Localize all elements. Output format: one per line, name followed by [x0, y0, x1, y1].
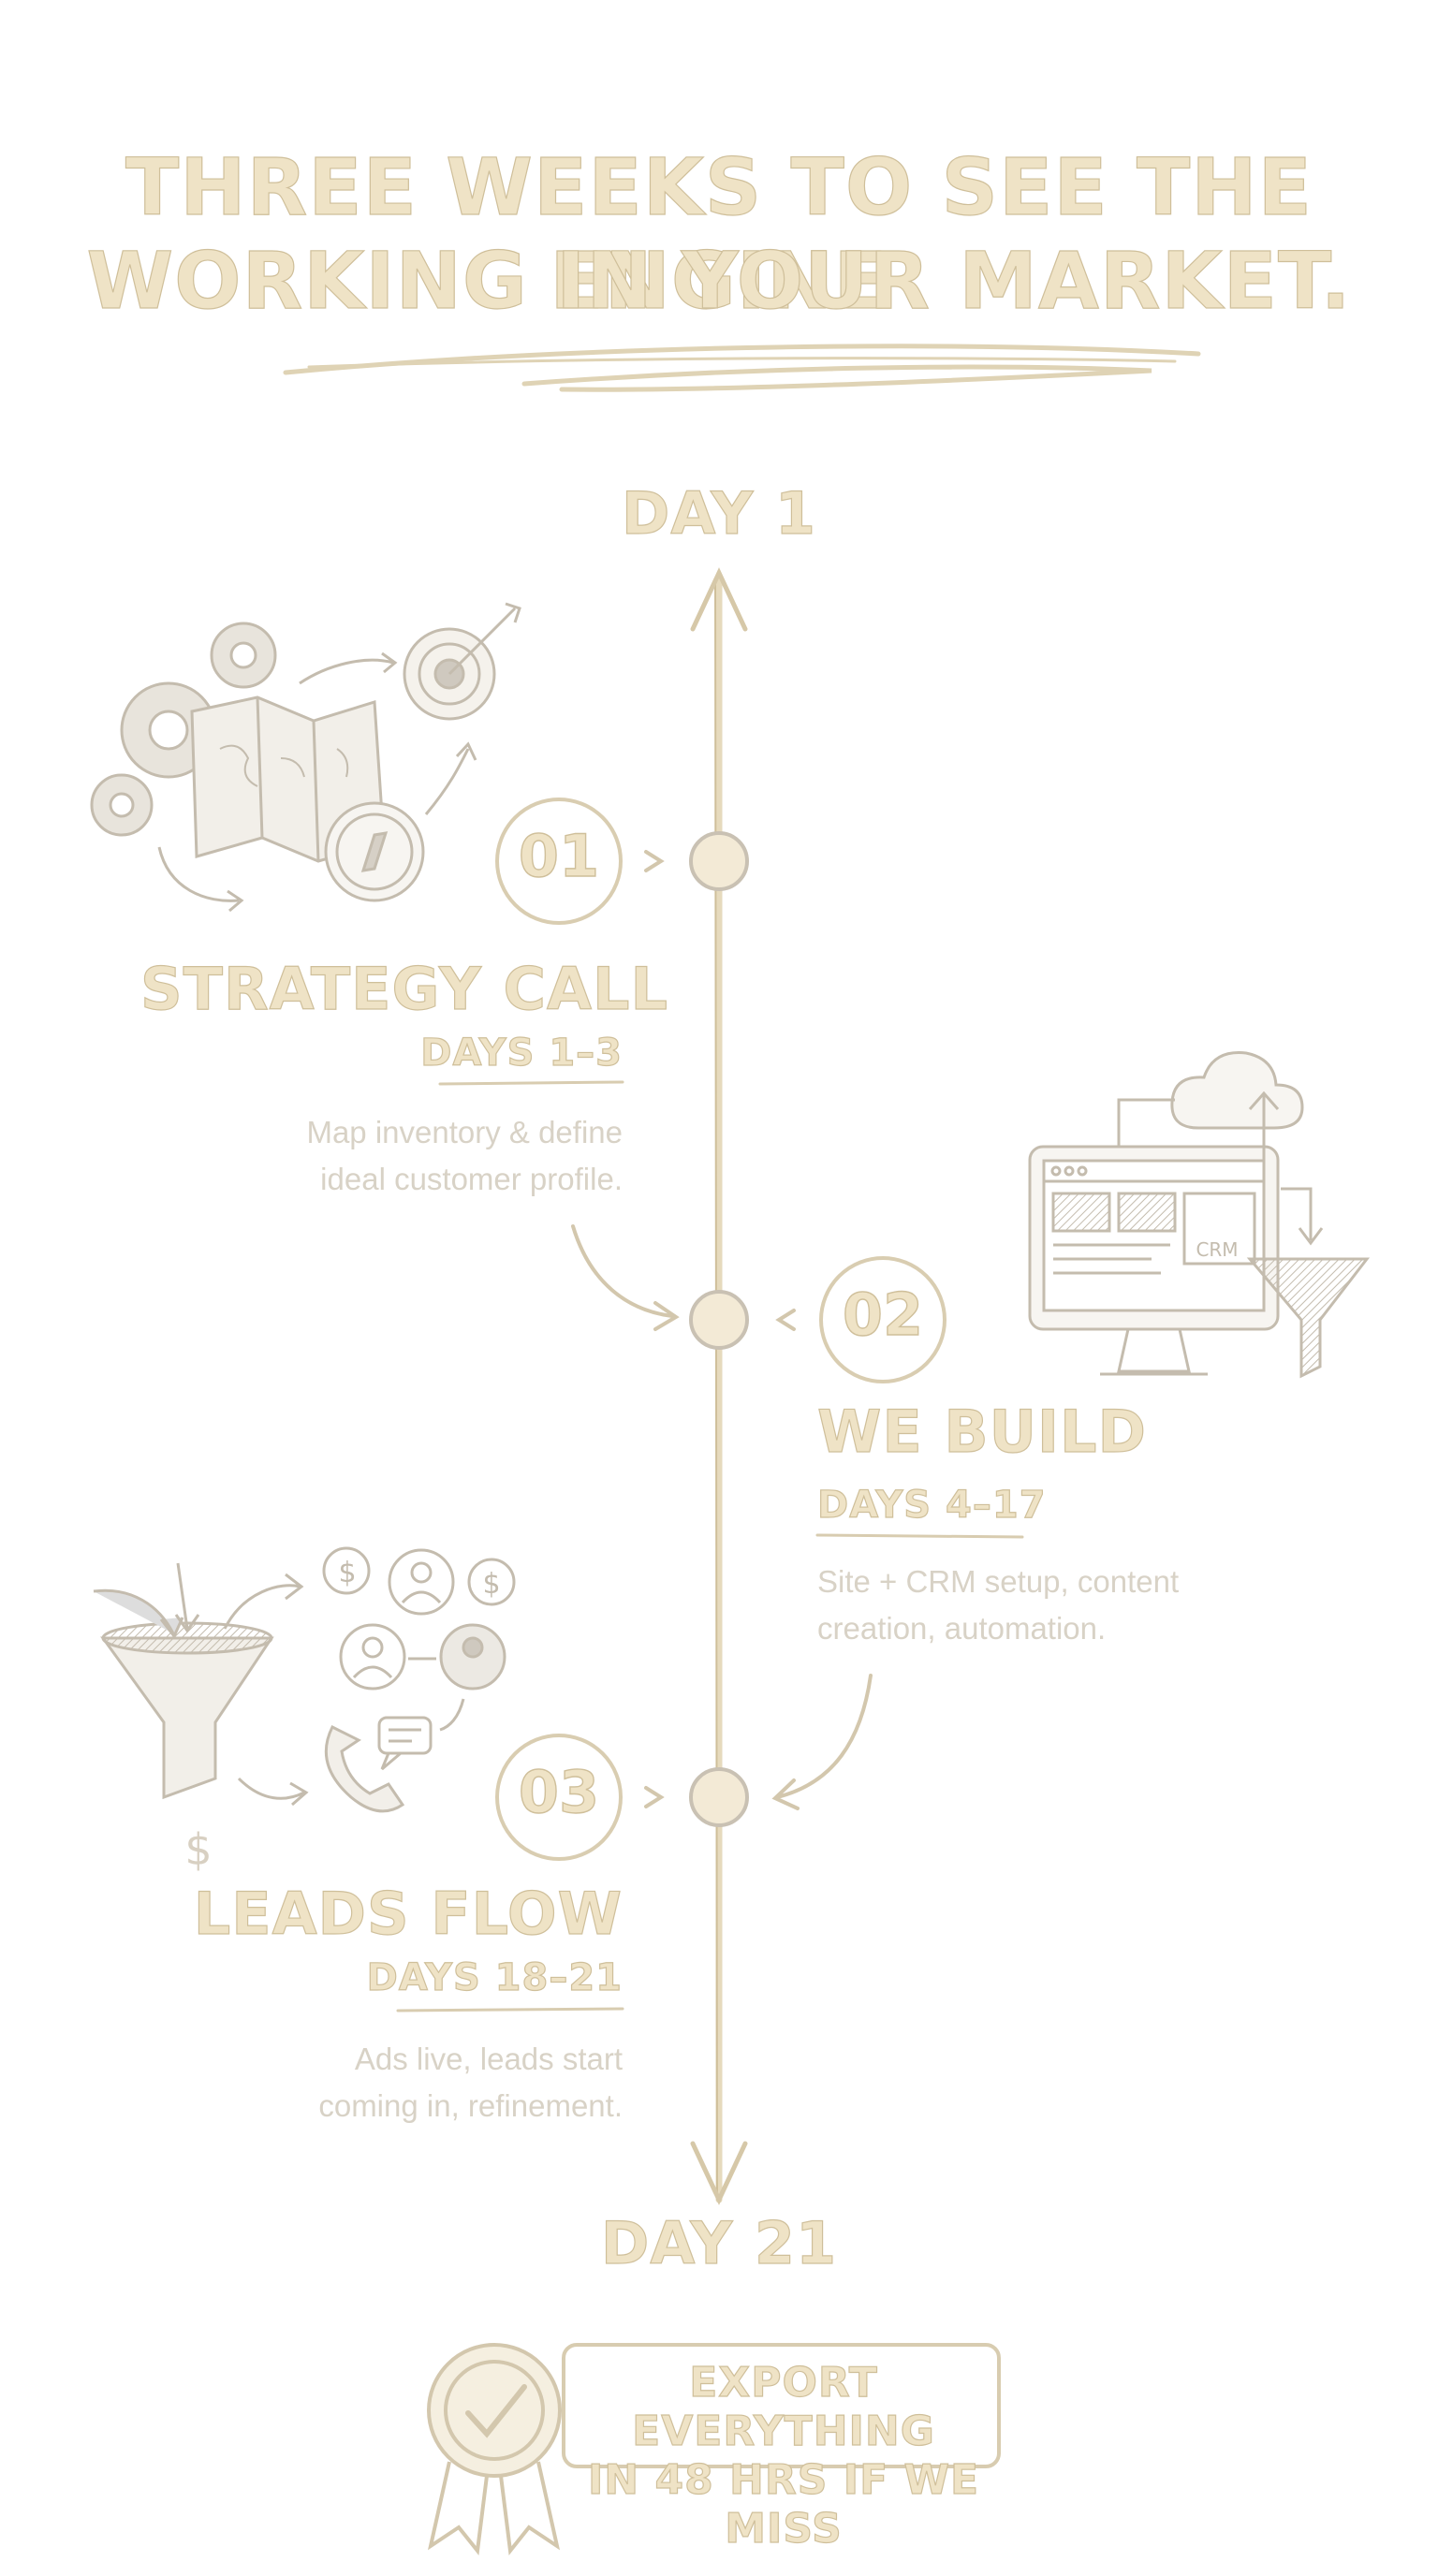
- step-2-title: WE BUILD: [816, 1397, 1147, 1466]
- dollar-icon: $: [338, 1557, 356, 1589]
- timeline-node-2: [689, 1290, 749, 1350]
- website-crm-funnel-icon: [1028, 1051, 1371, 1379]
- timeline-node-1: [689, 831, 749, 891]
- step-1-description-line-1: Map inventory & define: [306, 1115, 623, 1149]
- step-3-description-line-2: coming in, refinement.: [318, 2088, 623, 2123]
- step-3-days: DAYS 18–21: [366, 1955, 623, 1999]
- step-3-title: LEADS FLOW: [193, 1879, 623, 1948]
- timeline-axis: [690, 567, 748, 2205]
- dollar-icon: $: [482, 1568, 500, 1601]
- chevron-right-icon: [644, 850, 665, 872]
- chevron-left-icon: [775, 1309, 796, 1331]
- guarantee-line-1: EXPORT EVERYTHING: [632, 2358, 935, 2455]
- step-3-description-line-1: Ads live, leads start: [354, 2042, 623, 2076]
- step-1-days-underline: [438, 1080, 624, 1086]
- step-1-description-line-2: ideal customer profile.: [320, 1162, 623, 1196]
- chevron-right-icon: [644, 1786, 665, 1808]
- guarantee-frame: [562, 2343, 1001, 2468]
- step-1-title: STRATEGY CALL: [139, 954, 669, 1023]
- guarantee-text: EXPORT EVERYTHING IN 48 HRS IF WE MISS: [573, 2358, 994, 2554]
- award-ribbon-check-icon: [427, 2343, 562, 2555]
- title-line-2: WORKING IN YOUR MARKET.: [86, 234, 1352, 327]
- arrow-step2-to-step3: [775, 1674, 873, 1799]
- funnel-leads-icon: [93, 1546, 516, 1813]
- step-1-number: 01: [518, 821, 600, 890]
- step-3-days-underline: [396, 2007, 624, 2012]
- step-2-days: DAYS 4–17: [816, 1483, 1047, 1527]
- dollar-sign-icon: $: [184, 1824, 212, 1875]
- guarantee-line-2: IN 48 HRS IF WE MISS: [587, 2455, 980, 2553]
- step-2-days-underline: [815, 1533, 1024, 1539]
- step-1-number-circle: [495, 798, 623, 925]
- step-1-days: DAYS 1–3: [420, 1031, 623, 1075]
- step-2-description-line-2: creation, automation.: [817, 1611, 1107, 1646]
- title-line-1: THREE WEEKS TO SEE THE ENGINE: [125, 140, 1313, 327]
- step-3-number: 03: [518, 1757, 600, 1826]
- step-2-description-line-1: Site + CRM setup, content: [817, 1564, 1180, 1599]
- day-start-label: DAY 1: [621, 478, 817, 548]
- crm-label-icon: CRM: [1196, 1238, 1238, 1261]
- timeline-node-3: [689, 1767, 749, 1827]
- step-2-number-circle: [819, 1256, 946, 1383]
- title-underline: [283, 344, 1201, 392]
- arrow-step1-to-step2: [571, 1224, 674, 1318]
- step-2-number: 02: [842, 1280, 924, 1349]
- step-3-number-circle: [495, 1734, 623, 1861]
- strategy-map-target-icon: [90, 602, 521, 913]
- day-end-label: DAY 21: [600, 2208, 838, 2277]
